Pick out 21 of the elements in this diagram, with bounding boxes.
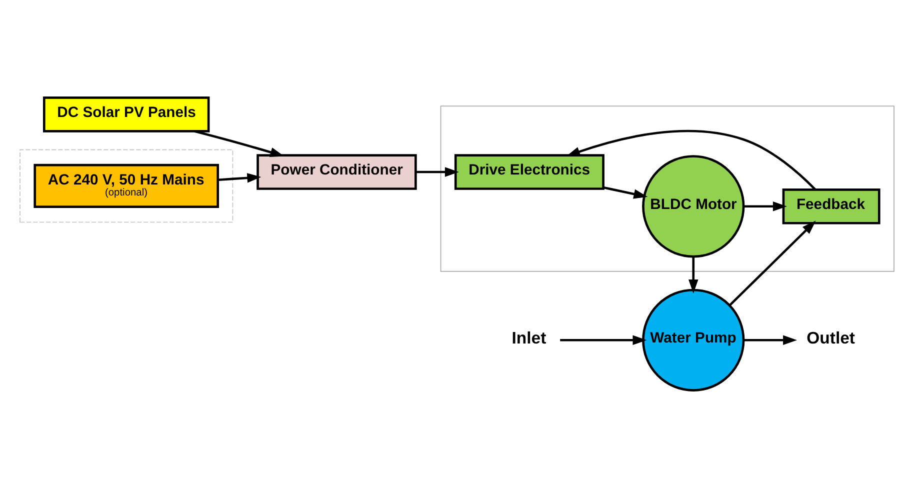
arrow xyxy=(688,256,698,294)
node-box: DC Solar PV Panels xyxy=(43,96,210,132)
node-circle: Water Pump xyxy=(642,288,745,392)
arrow xyxy=(744,335,797,346)
node-circle: BLDC Motor xyxy=(642,155,745,258)
arrow xyxy=(566,130,816,190)
arrow xyxy=(728,220,816,306)
node-text: Inlet xyxy=(512,328,546,348)
arrow xyxy=(416,167,459,177)
node-box: Drive Electronics xyxy=(454,154,604,190)
arrow xyxy=(560,335,647,346)
arrow xyxy=(194,130,284,157)
node-box: Feedback xyxy=(782,188,880,224)
arrow xyxy=(744,202,787,212)
cluster xyxy=(20,149,234,223)
arrow xyxy=(603,186,648,199)
node-box: AC 240 V, 50 Hz Mains (optional) xyxy=(34,164,219,208)
node-box: Power Conditioner xyxy=(256,154,417,190)
arrow xyxy=(218,173,262,183)
cluster xyxy=(440,106,894,272)
node-text: Outlet xyxy=(806,328,855,348)
